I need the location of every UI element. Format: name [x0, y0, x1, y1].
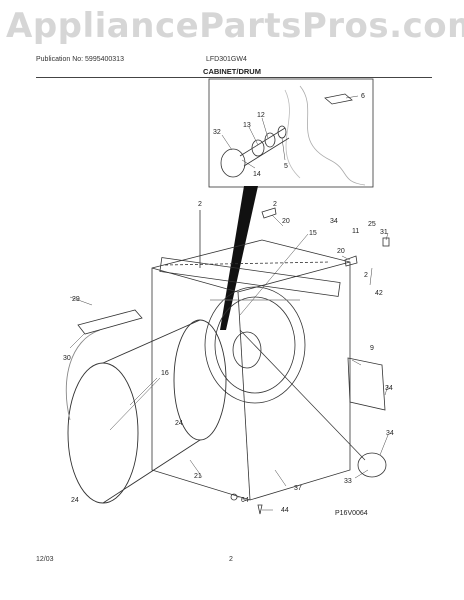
part-baffle-29: [77, 309, 143, 335]
part-13: [251, 139, 265, 157]
part-bearing-32: [220, 148, 246, 178]
callout-32: 32: [213, 129, 221, 136]
callout-5: 5: [284, 163, 288, 170]
callout-14: 14: [253, 171, 261, 178]
inset-detail: [208, 78, 374, 188]
callout-9: 9: [370, 345, 374, 352]
drum: [65, 319, 227, 504]
callout-24-top: 24: [175, 420, 183, 427]
callout-34-top: 34: [330, 218, 338, 225]
callout-24-bottom: 24: [71, 497, 79, 504]
callout-16: 16: [161, 370, 169, 377]
inset-frame: [208, 78, 374, 188]
figure-code: P16V0064: [335, 510, 368, 517]
callout-12: 12: [257, 112, 265, 119]
callout-21: 21: [194, 473, 202, 480]
hardware: [230, 207, 390, 515]
callout-2-top: 2: [273, 201, 277, 208]
callout-37: 37: [294, 485, 302, 492]
part-bracket-9: [347, 357, 386, 411]
part-12: [264, 132, 276, 148]
callout-2-left: 2: [198, 201, 202, 208]
part-roller-33: [357, 452, 387, 478]
inset-pointer: [220, 186, 258, 330]
part-44: [257, 504, 263, 515]
callout-64: 64: [241, 497, 249, 504]
part-bracket-20-top: [261, 207, 277, 219]
callout-20-right: 20: [337, 248, 345, 255]
header-rule: [36, 77, 432, 78]
callout-25: 25: [368, 221, 376, 228]
callout-6: 6: [361, 93, 365, 100]
footer-date: 12/03: [36, 556, 54, 563]
callouts: 6 12 13 32 5 14 2 2 20 15 34 11 25 31 20…: [63, 93, 394, 517]
callout-42: 42: [375, 290, 383, 297]
callout-11: 11: [352, 228, 359, 235]
top-rail: [159, 257, 341, 297]
watermark: AppliancePartsPros.com: [6, 6, 464, 46]
callout-33: 33: [344, 478, 352, 485]
callout-15: 15: [309, 230, 317, 237]
part-bracket-6: [324, 93, 353, 105]
callout-34-bottom: 34: [386, 430, 394, 437]
callout-20-top: 20: [282, 218, 290, 225]
drum-front-opening: [67, 362, 139, 504]
part-bracket-20-right: [344, 255, 358, 267]
callout-29: 29: [72, 296, 80, 303]
publication-number: Publication No: 5995400313: [36, 56, 124, 63]
page-number: 2: [229, 556, 233, 563]
callout-34-mid: 34: [385, 385, 393, 392]
callout-44: 44: [281, 507, 289, 514]
section-title: CABINET/DRUM: [203, 67, 261, 76]
callout-30: 30: [63, 355, 71, 362]
cabinet: [151, 210, 351, 501]
part-31: [382, 237, 390, 247]
callout-13: 13: [243, 122, 251, 129]
drum-rear: [204, 286, 306, 404]
model-number: LFD301GW4: [206, 56, 247, 63]
callout-2-right: 2: [364, 272, 368, 279]
leader-lines: [69, 95, 389, 511]
callout-31: 31: [380, 229, 388, 236]
cabinet-body: [151, 239, 351, 501]
